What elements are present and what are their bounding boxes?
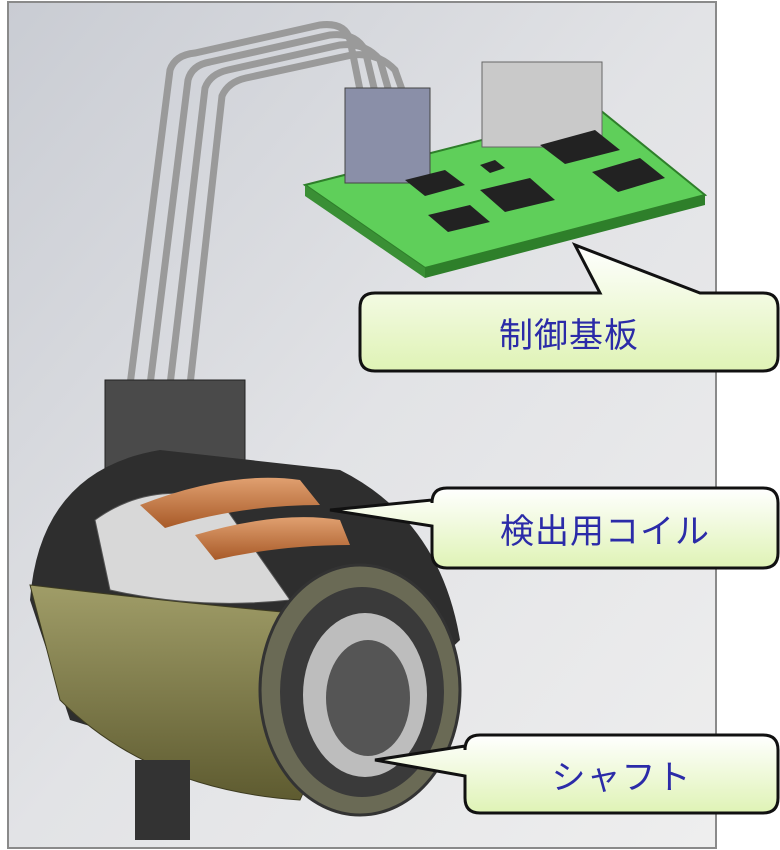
callout-detection-coil-label: 検出用コイル: [500, 511, 710, 552]
coil-assembly: [29, 450, 462, 840]
callout-coil-shape: [329, 486, 780, 570]
callout-board-shape: [358, 242, 780, 373]
callout-shaft-shape: [374, 733, 780, 815]
callout-control-board-label: 制御基板: [499, 315, 639, 356]
control-board: [302, 61, 708, 278]
wire-harness: [126, 21, 409, 389]
callout-shaft-label: シャフト: [551, 757, 692, 798]
